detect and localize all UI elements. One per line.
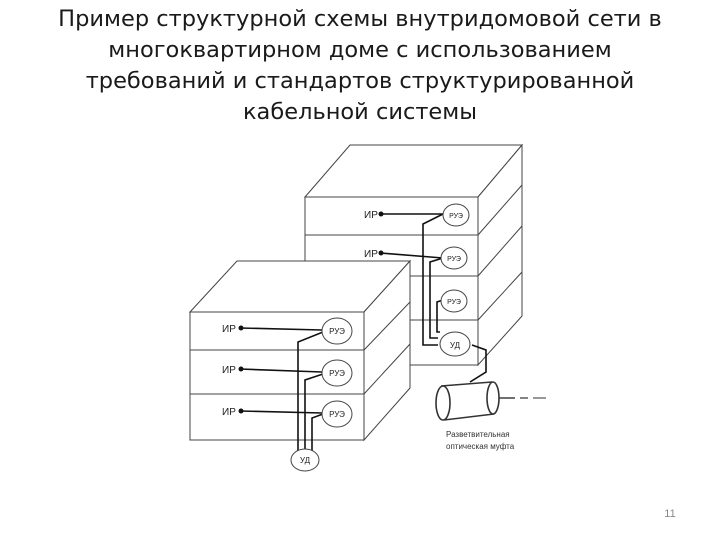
back-ruz-3: РУЭ bbox=[440, 289, 468, 313]
back-ruz-label-1: РУЭ bbox=[449, 213, 463, 220]
back-ruz-2: РУЭ bbox=[440, 246, 468, 270]
front-ud: УД bbox=[290, 448, 320, 472]
front-ruz-label-1: РУЭ bbox=[329, 327, 345, 336]
back-ud: УД bbox=[439, 331, 471, 357]
coupling-caption-line-2: оптическая муфта bbox=[446, 442, 515, 451]
title-line-4: кабельной системы bbox=[242, 99, 478, 125]
front-ir-label-1: ИР bbox=[222, 324, 236, 335]
back-ruz-1: РУЭ bbox=[442, 203, 470, 227]
front-ruz-3: РУЭ bbox=[321, 400, 353, 428]
back-ruz-label-3: РУЭ bbox=[447, 299, 461, 306]
back-ud-label: УД bbox=[450, 341, 461, 350]
back-building-wiring bbox=[379, 213, 487, 383]
title-line-2: многоквартирном доме с использованием bbox=[108, 37, 612, 63]
title-line-3: требований и стандартов структурированно… bbox=[85, 68, 635, 94]
slide-title: Пример структурной схемы внутридомовой с… bbox=[40, 4, 680, 128]
optical-coupling-icon bbox=[435, 381, 546, 421]
front-ruz-1: РУЭ bbox=[321, 317, 353, 345]
front-building-wiring bbox=[239, 327, 324, 452]
back-ruz-label-2: РУЭ bbox=[447, 256, 461, 263]
coupling-caption-line-1: Разветвительная bbox=[446, 430, 510, 439]
title-line-1: Пример структурной схемы внутридомовой с… bbox=[58, 6, 662, 32]
front-building-ir-dots bbox=[238, 325, 244, 414]
front-ruz-label-2: РУЭ bbox=[329, 369, 345, 378]
front-ruz-label-3: РУЭ bbox=[329, 410, 345, 419]
back-ir-label-1: ИР bbox=[364, 210, 378, 221]
front-ruz-2: РУЭ bbox=[321, 359, 353, 387]
front-ud-label: УД bbox=[300, 456, 311, 465]
back-building-ir-dots bbox=[378, 211, 384, 256]
front-ir-label-2: ИР bbox=[222, 365, 236, 376]
slide-number: 11 bbox=[664, 508, 676, 520]
front-ir-label-3: ИР bbox=[222, 407, 236, 418]
back-ir-label-2: ИР bbox=[364, 249, 378, 260]
